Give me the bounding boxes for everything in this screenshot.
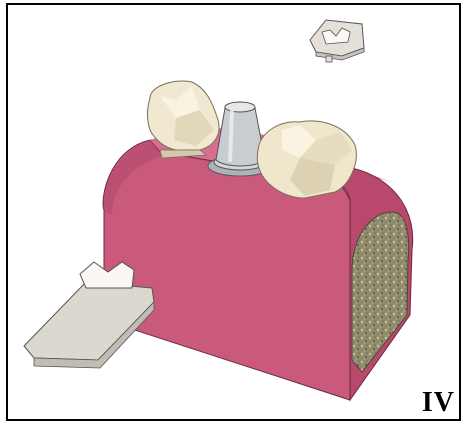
panel-label: IV [422, 387, 455, 419]
bone-cross-section [352, 212, 409, 372]
right-crown [257, 121, 356, 198]
impression-coping-small [310, 20, 364, 62]
